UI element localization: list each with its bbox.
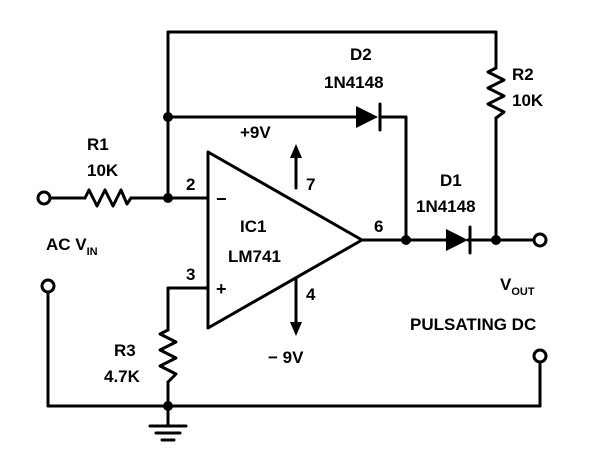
label-r1-value: 10K (87, 161, 119, 180)
label-negative-supply: − 9V (268, 348, 304, 367)
opamp-ic1-triangle (206, 150, 364, 330)
arrow-down-icon (290, 322, 302, 336)
diode-d1-symbol (446, 225, 472, 255)
label-r2-ref: R2 (512, 65, 534, 84)
terminals (36, 190, 548, 364)
label-pin-4: 4 (306, 285, 316, 304)
junctions (163, 112, 501, 411)
label-ac-vin: AC VIN (46, 235, 98, 258)
terminal-vout-top (532, 232, 548, 248)
label-d1-ref: D1 (440, 171, 462, 190)
label-pin-3: 3 (186, 265, 195, 284)
label-vout-main: V (500, 275, 512, 294)
wires (46, 30, 542, 428)
junction-node-a (163, 193, 173, 203)
label-r3-value: 4.7K (104, 367, 141, 386)
label-r2-value: 10K (512, 91, 544, 110)
label-vout: VOUT (500, 275, 535, 298)
label-pin-6: 6 (374, 217, 383, 236)
junction-node-b (163, 112, 173, 122)
label-r3-ref: R3 (114, 341, 136, 360)
terminal-ac-in-bottom (40, 278, 56, 294)
resistor-r2-symbol (486, 66, 506, 120)
resistor-r1-symbol (83, 188, 133, 208)
terminal-vout-bottom (532, 348, 548, 364)
label-pin-7: 7 (306, 175, 315, 194)
resistor-r3-symbol (158, 328, 178, 384)
label-inv-sign: − (216, 189, 227, 209)
label-vout-sub: OUT (511, 286, 535, 298)
junction-d1-output (491, 235, 501, 245)
label-ac-vin-main: AC V (46, 235, 87, 254)
diode-d2-symbol (356, 102, 382, 132)
junction-ground-node (163, 401, 173, 411)
label-d2-ref: D2 (350, 45, 372, 64)
label-pulsating-dc: PULSATING DC (410, 315, 536, 334)
label-ic1-ref: IC1 (240, 217, 266, 236)
arrow-up-icon (290, 144, 302, 158)
label-pin-2: 2 (186, 175, 195, 194)
terminal-ac-in-top (36, 190, 52, 206)
label-d1-part: 1N4148 (416, 197, 476, 216)
label-d2-part: 1N4148 (324, 73, 384, 92)
ground-icon (148, 424, 188, 442)
label-r1-ref: R1 (87, 135, 109, 154)
label-ac-vin-sub: IN (87, 246, 98, 258)
junction-output-node (401, 235, 411, 245)
label-noninv-sign: + (216, 279, 227, 299)
label-ic1-part: LM741 (228, 247, 281, 266)
label-positive-supply: +9V (240, 123, 271, 142)
